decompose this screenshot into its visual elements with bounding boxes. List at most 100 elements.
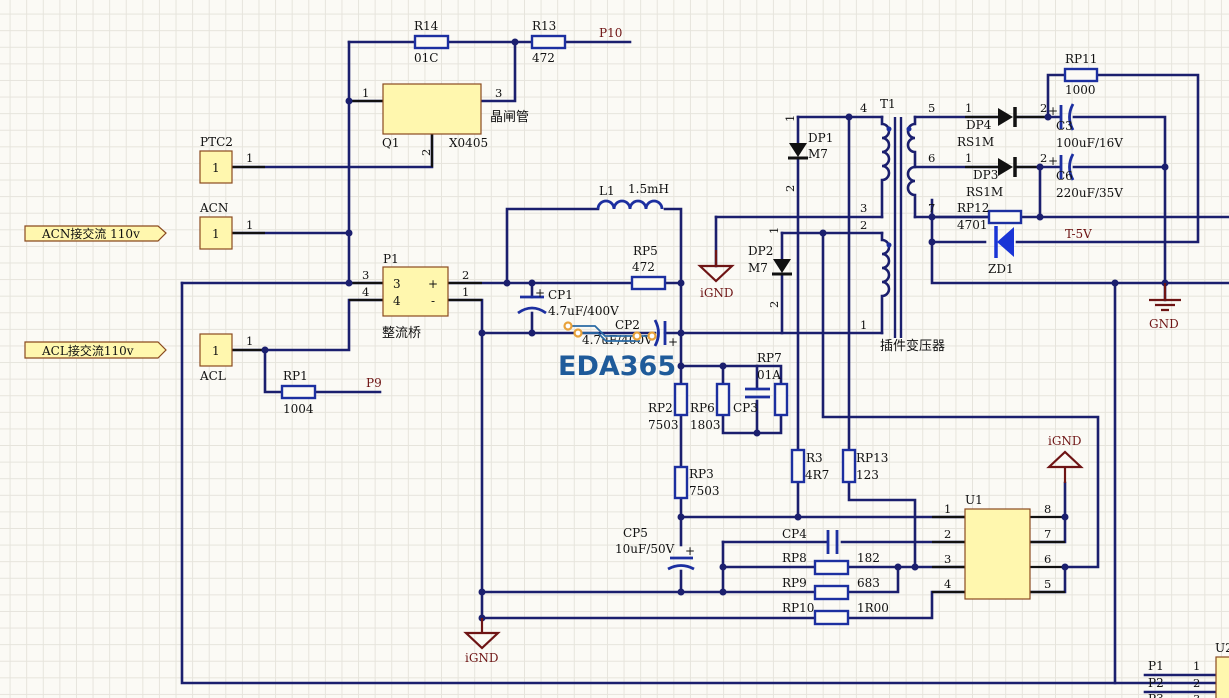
bridge-rectifier-p1[interactable]: P1 3 4 + - 3 4 2 1 整流桥 <box>362 252 469 341</box>
diode-dp4[interactable]: 1 2 DP4 RS1M <box>957 101 1047 149</box>
wire[interactable] <box>846 565 900 594</box>
ref-label: RP9 <box>782 576 807 590</box>
wire[interactable] <box>478 40 517 103</box>
resistor-rp13[interactable]: RP13 123 <box>841 448 888 484</box>
pin-label: 4 <box>393 294 401 308</box>
diode-dp2[interactable]: DP2 M7 1 2 <box>748 227 792 308</box>
resistor-rp9[interactable]: RP9 683 <box>782 576 880 601</box>
resistor-rp10[interactable]: RP10 1R00 <box>782 601 889 626</box>
zener-zd1[interactable]: ZD1 <box>988 226 1014 276</box>
net-label-p10: P10 <box>599 26 622 40</box>
value-label: 683 <box>857 576 880 590</box>
diode-dp1[interactable]: DP1 M7 1 2 <box>783 115 833 192</box>
wire[interactable] <box>446 298 484 620</box>
value-label: 220uF/35V <box>1056 186 1123 200</box>
net-label: P3 <box>1148 692 1164 698</box>
pin-number: 1 <box>212 161 220 175</box>
wire[interactable] <box>230 298 385 352</box>
wire[interactable] <box>505 207 600 285</box>
connector-acl[interactable]: 1 ACL 1 <box>199 333 253 383</box>
net-label: P1 <box>1148 659 1164 673</box>
power-label: iGND <box>465 651 499 665</box>
resistor-rp8[interactable]: RP8 182 <box>782 551 880 576</box>
resistor-rp5[interactable]: RP5 472 <box>630 244 667 291</box>
wires <box>180 40 1229 694</box>
port-acl-label: ACL接交流110v <box>41 343 134 358</box>
value-label: 4.7uF/400V <box>548 304 619 318</box>
pin-number: 4 <box>362 285 369 299</box>
resistor-rp12[interactable]: RP12 4701 <box>957 201 1023 232</box>
capacitor-cp3[interactable]: CP3 <box>733 387 770 415</box>
thyristor-q1[interactable]: 1 3 2 Q1 X0405 晶闸管 <box>362 83 529 156</box>
wire[interactable] <box>230 132 434 169</box>
transformer-t1[interactable]: T1 4 3 2 1 5 6 7 插件变压器 <box>860 97 945 354</box>
net-label: P2 <box>1148 676 1164 690</box>
wire[interactable] <box>1015 73 1200 244</box>
wire[interactable] <box>1072 115 1167 302</box>
value-label: 7503 <box>648 418 679 432</box>
ref-label: CP5 <box>623 526 648 540</box>
pin-number: 3 <box>362 268 369 282</box>
wire[interactable] <box>930 198 1229 285</box>
wire[interactable] <box>263 348 283 394</box>
watermark: EDA365 <box>558 321 676 382</box>
value-label: 123 <box>856 468 879 482</box>
ref-label: C6 <box>1056 169 1073 183</box>
ref-label: P1 <box>383 252 399 266</box>
capacitor-cp1[interactable]: + CP1 4.7uF/400V <box>517 286 619 318</box>
wire[interactable] <box>821 231 1100 569</box>
pin-label: 3 <box>393 277 401 291</box>
ic-u1[interactable]: U1 1 2 3 4 8 7 6 5 <box>944 493 1051 600</box>
igind-symbol-transformer[interactable]: iGND <box>697 250 735 300</box>
value-label: 01A <box>757 368 781 382</box>
igind-symbol-u1[interactable]: iGND <box>1046 434 1084 483</box>
polarity-plus: + <box>685 544 695 558</box>
pin-number: 1 <box>965 101 972 115</box>
polarity-plus: + <box>535 286 545 300</box>
resistor-r13[interactable]: R13 472 <box>530 19 567 65</box>
igind-symbol-bottom[interactable]: iGND <box>463 618 501 665</box>
connector-ptc2[interactable]: 1 PTC2 1 <box>199 135 253 184</box>
capacitor-c3[interactable]: + C3 100uF/16V <box>1048 103 1123 150</box>
diode-dp3[interactable]: 1 2 DP3 RS1M <box>965 151 1047 199</box>
wire[interactable] <box>721 413 783 435</box>
pin-number: 4 <box>944 577 951 591</box>
pin-number: 1 <box>212 227 220 241</box>
wire[interactable] <box>180 281 1229 685</box>
resistor-rp11[interactable]: RP11 1000 <box>1063 52 1099 97</box>
ref-label: CP1 <box>548 288 573 302</box>
port-acn[interactable]: ACN接交流 110v <box>24 225 167 242</box>
capacitor-cp4[interactable]: CP4 <box>782 527 839 554</box>
ref-label: DP4 <box>966 118 992 132</box>
ic-u2[interactable]: U2 P1 P2 P3 1 2 3 <box>1148 641 1229 698</box>
capacitor-c6[interactable]: + C6 220uF/35V <box>1048 153 1123 200</box>
resistor-rp7[interactable]: RP7 01A <box>757 351 789 417</box>
value-label: 4701 <box>957 218 988 232</box>
ref-label: RP12 <box>957 201 989 215</box>
port-acl[interactable]: ACL接交流110v <box>24 341 167 359</box>
pin-number: 2 <box>1193 676 1200 690</box>
resistor-rp3[interactable]: RP3 7503 <box>673 465 720 500</box>
polarity-plus: + <box>1048 104 1058 118</box>
pin-number: 2 <box>1040 151 1047 165</box>
value-label: 10uF/50V <box>615 542 675 556</box>
gnd-symbol[interactable]: GND <box>1149 283 1181 331</box>
pin-number: 1 <box>944 502 951 516</box>
wire[interactable] <box>1046 73 1067 119</box>
connector-acn[interactable]: 1 ACN 1 <box>199 201 253 250</box>
pin-number: 5 <box>1044 577 1051 591</box>
pin-number: 3 <box>495 86 502 100</box>
ref-label: U1 <box>965 493 983 507</box>
inductor-l1[interactable]: L1 1.5mH <box>596 182 669 210</box>
pin-number: 1 <box>860 318 867 332</box>
resistor-rp1[interactable]: RP1 1004 <box>280 369 317 416</box>
capacitor-cp5[interactable]: + CP5 10uF/50V <box>615 526 695 571</box>
resistor-r3[interactable]: R3 4R7 <box>790 448 829 484</box>
wire[interactable] <box>847 481 917 569</box>
resistor-rp2[interactable]: RP2 7503 <box>648 382 689 432</box>
wire[interactable] <box>663 207 683 335</box>
resistor-r14[interactable]: R14 01C <box>413 19 450 65</box>
resistor-rp6[interactable]: RP6 1803 <box>690 382 731 432</box>
wire[interactable] <box>679 364 783 385</box>
